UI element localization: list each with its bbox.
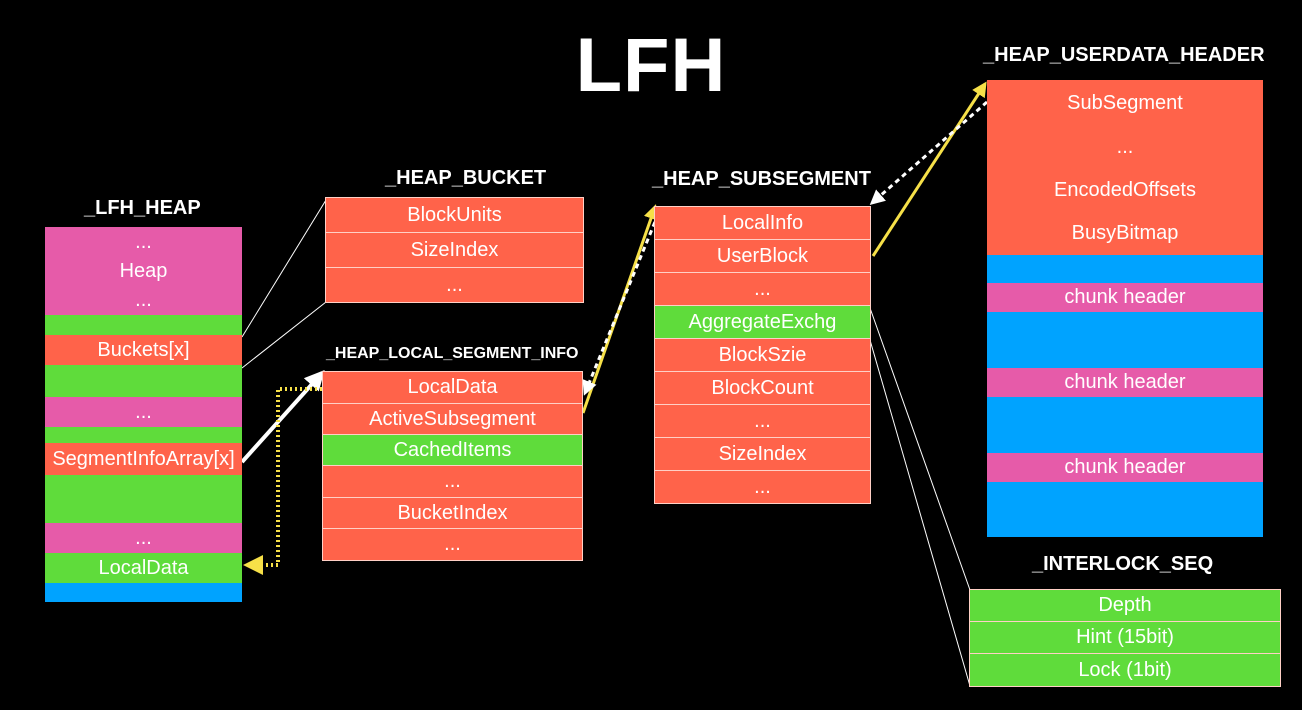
userdata-header-cell-blank [987,482,1263,537]
local-segment-info-cell-ellipsis: ... [323,466,582,498]
lfh-heap-cell-blank [45,475,242,523]
heap-subsegment-cell-ellipsis: ... [655,405,870,438]
lfh-heap-cell-ellipsis: ... [45,397,242,427]
userdata-header-cell-blank [987,312,1263,368]
zoom-line-buckets-bottom [241,301,327,369]
lfh-heap-cell-segmentinfoarray-x: SegmentInfoArray[x] [45,443,242,475]
interlock-seq-label: _INTERLOCK_SEQ [1032,553,1214,575]
interlock-seq-cell-depth: Depth [970,590,1280,622]
arrow-userblock-to-userdata-header [871,81,987,257]
arrow-subsegment-back-to-heap-subsegment [869,100,988,205]
userdata-header-cell-chunk-header: chunk header [987,453,1263,482]
arrow-activesubsegment-to-subsegment [581,204,659,414]
heap-subsegment-cell-sizeindex: SizeIndex [655,438,870,471]
heap-bucket-cell-blockunits: BlockUnits [326,198,583,233]
heap-bucket-cell-sizeindex: SizeIndex [326,233,583,268]
heap-bucket-cell-ellipsis: ... [326,268,583,302]
lfh-heap-cell-buckets-x: Buckets[x] [45,335,242,365]
arrow-localinfo-to-localsegmentinfo [582,221,657,396]
local-segment-info-cell-bucketindex: BucketIndex [323,498,582,529]
zoom-line-buckets-top [241,199,327,338]
lfh-heap-cell-ellipsis: ... [45,285,242,315]
zoom-line-aggregate-top [869,307,971,591]
userdata-header-cell-ellipsis: ... [987,126,1263,169]
arrow-localdata-back-to-lfh [243,387,322,575]
heap-subsegment-cell-aggregateexchg: AggregateExchg [655,306,870,339]
userdata-header-cell-blank [987,255,1263,283]
heap-subsegment-cell-blockszie: BlockSzie [655,339,870,372]
lfh-heap-cell-heap: Heap [45,257,242,285]
local-segment-info-cell-activesubsegment: ActiveSubsegment [323,404,582,435]
local-segment-info-cell-localdata: LocalData [323,372,582,404]
heap-subsegment-cell-localinfo: LocalInfo [655,207,870,240]
interlock-seq-cell-hint-15bit: Hint (15bit) [970,622,1280,654]
userdata-header-cell-blank [987,397,1263,453]
userdata-header-cell-busybitmap: BusyBitmap [987,212,1263,255]
heap-local-segment-info-label: _HEAP_LOCAL_SEGMENT_INFO [326,345,579,362]
page-title: LFH [575,23,727,108]
heap-userdata-header-label: _HEAP_USERDATA_HEADER [983,44,1265,66]
heap-subsegment-label: _HEAP_SUBSEGMENT [652,168,871,190]
local-segment-info-cell-cacheditems: CachedItems [323,435,582,466]
lfh-heap-cell-blank [45,315,242,335]
userdata-header-cell-chunk-header: chunk header [987,283,1263,312]
local-segment-info-cell-ellipsis: ... [323,529,582,560]
zoom-line-aggregate-bottom [869,339,971,687]
heap-subsegment-cell-ellipsis: ... [655,471,870,503]
lfh-heap-label: _LFH_HEAP [84,197,201,219]
lfh-heap-cell-localdata: LocalData [45,553,242,583]
lfh-heap-cell-blank [45,427,242,443]
userdata-header-cell-subsegment: SubSegment [987,80,1263,126]
lfh-heap-struct: ...Heap...Buckets[x]...SegmentInfoArray[… [45,227,242,606]
lfh-heap-cell-ellipsis: ... [45,227,242,257]
lfh-heap-cell-ellipsis: ... [45,523,242,553]
heap-subsegment-cell-ellipsis: ... [655,273,870,306]
heap-bucket-label: _HEAP_BUCKET [385,167,547,189]
lfh-heap-cell-blank [45,365,242,397]
arrow-segmentinfo-to-localsegmentinfo [240,370,325,464]
interlock-seq-cell-lock-1bit: Lock (1bit) [970,654,1280,686]
userdata-header-cell-chunk-header: chunk header [987,368,1263,397]
lfh-heap-cell-blank [45,583,242,602]
heap-subsegment-cell-blockcount: BlockCount [655,372,870,405]
userdata-header-cell-encodedoffsets: EncodedOffsets [987,169,1263,212]
heap-subsegment-cell-userblock: UserBlock [655,240,870,273]
